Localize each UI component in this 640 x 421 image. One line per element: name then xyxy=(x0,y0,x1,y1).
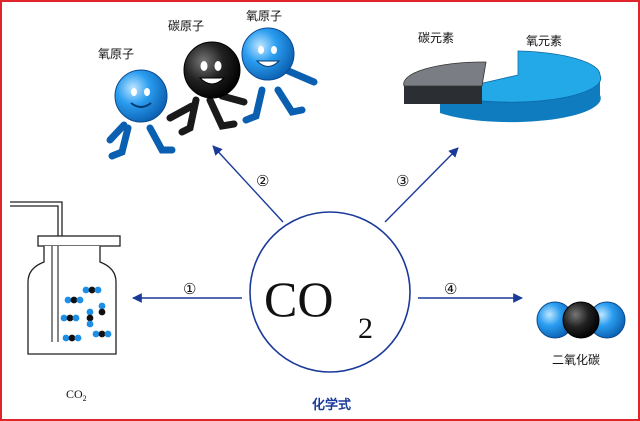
pie-slice-carbon xyxy=(403,61,487,87)
carbon-atom-icon xyxy=(183,41,241,99)
co2-molecule-model-icon xyxy=(536,301,626,339)
arrow-2 xyxy=(212,145,284,223)
jar-label: CO2 xyxy=(66,387,87,403)
center-ring xyxy=(249,211,411,373)
carbon-atom-label: 碳原子 xyxy=(168,19,204,33)
center-formula-main: CO xyxy=(264,271,333,327)
oxygen-atom-right-label: 氧原子 xyxy=(246,9,282,23)
pie-oxygen-label: 氧元素 xyxy=(526,34,562,48)
oxygen-atom-left-icon xyxy=(114,69,168,123)
center-formula-node: CO 2 xyxy=(249,211,411,373)
marker-3: ③ xyxy=(396,172,409,190)
molecule-label: 二氧化碳 xyxy=(552,353,600,367)
element-share-pie xyxy=(403,50,602,123)
center-formula-subscript: 2 xyxy=(358,312,373,345)
gas-jar-icon xyxy=(10,201,121,355)
arrow-3 xyxy=(384,147,459,223)
atom-cartoon xyxy=(106,27,318,160)
marker-1: ① xyxy=(183,280,196,298)
oxygen-atom-right-icon xyxy=(241,27,295,81)
marker-4: ④ xyxy=(444,280,457,298)
center-caption: 化学式 xyxy=(312,397,351,413)
oxygen-atom-left-label: 氧原子 xyxy=(98,47,134,61)
pie-carbon-label: 碳元素 xyxy=(418,31,454,45)
marker-2: ② xyxy=(256,172,269,190)
